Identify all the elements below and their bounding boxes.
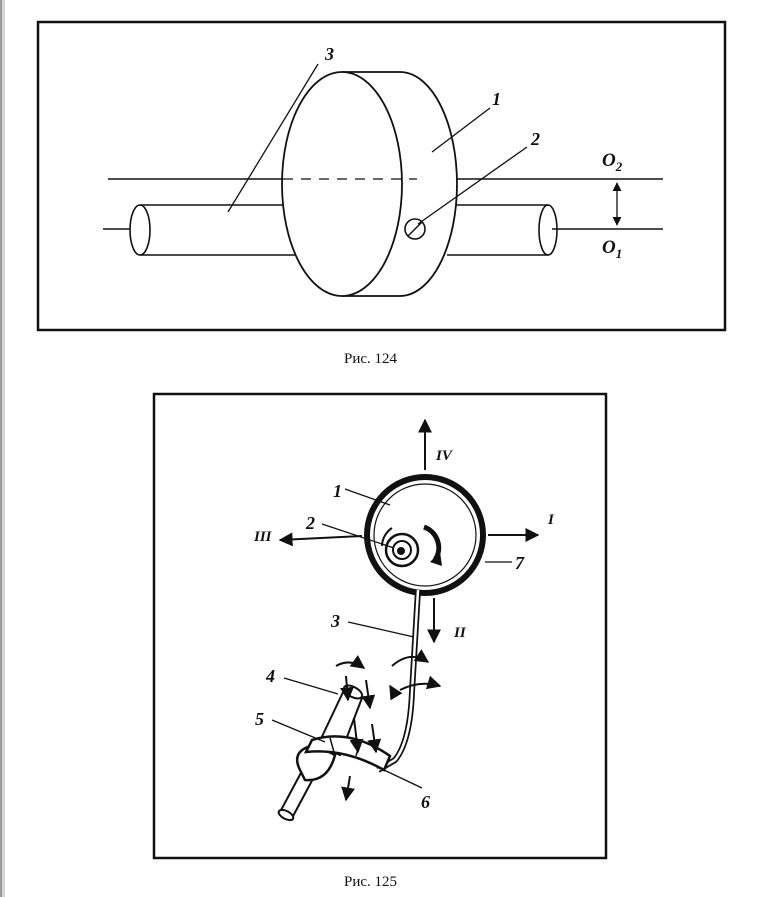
label-joint: 6	[421, 792, 430, 812]
axis-lines	[103, 178, 663, 230]
handle	[277, 684, 392, 822]
label-disk: 1	[492, 89, 501, 109]
arrow-left	[278, 532, 363, 547]
label-hole: 2	[530, 129, 540, 149]
label-dir-up: IV	[435, 448, 454, 464]
label-shaft: 3	[324, 44, 334, 64]
label-axis-o2: O2	[602, 150, 623, 174]
label-rod: 3	[330, 611, 340, 631]
motion-arrows	[335, 649, 442, 802]
label-clamp: 5	[255, 709, 264, 729]
label-rim: 7	[515, 553, 525, 573]
label-pivot: 2	[305, 513, 315, 533]
label-dir-left: III	[253, 529, 273, 545]
leader-lines-125	[271, 488, 512, 789]
figure-125-frame	[152, 392, 608, 860]
figure-125: 1 2 7 3 4 5 6 IV I III II	[152, 392, 608, 860]
caption-figure-125: Рис. 125	[344, 874, 398, 890]
hole	[404, 218, 426, 240]
rod	[376, 589, 421, 773]
caption-figure-124: Рис. 124	[344, 351, 398, 367]
label-weight: 1	[333, 481, 342, 501]
disk	[281, 71, 458, 297]
label-handle: 4	[265, 666, 275, 686]
label-dir-down: II	[453, 625, 467, 641]
weight-disc	[364, 474, 486, 596]
figure-124: 3 1 2 O2 O1	[36, 20, 727, 332]
label-dir-right: I	[547, 512, 555, 528]
direction-arrows	[278, 418, 540, 644]
label-axis-o1: O1	[602, 237, 622, 261]
page-edge-shadow	[0, 0, 5, 897]
leader-lines	[227, 63, 528, 225]
figure-124-frame	[36, 20, 727, 332]
